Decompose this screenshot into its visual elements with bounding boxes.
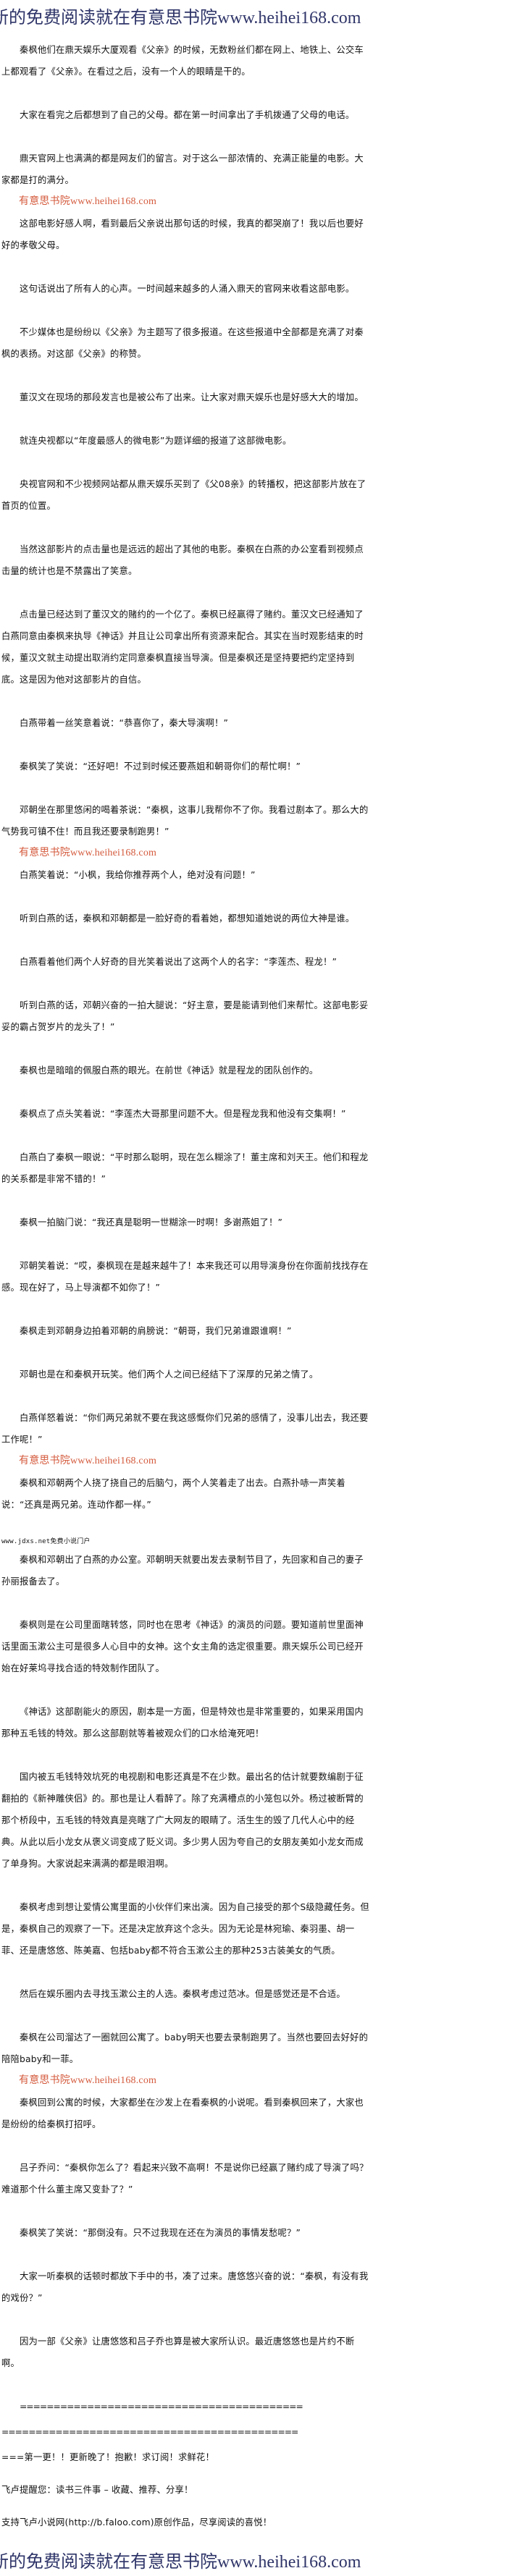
story-paragraph: 秦枫笑了笑说：“还好吧！不过到时候还要燕姐和朝哥你们的帮忙啊！” xyxy=(1,756,371,777)
paragraph-text: 秦枫笑了笑说：“还好吧！不过到时候还要燕姐和朝哥你们的帮忙啊！” xyxy=(20,761,301,772)
story-paragraph: 吕子乔问：“秦枫你怎么了？看起来兴致不高啊！不是说你已经赢了赌约成了导演了吗？难… xyxy=(1,2157,371,2200)
story-paragraph: 白燕看着他们两个人好奇的目光笑着说出了这两个人的名字：“李莲杰、程龙！” xyxy=(1,951,371,973)
story-paragraph: 大家在看完之后都想到了自己的父母。都在第一时间拿出了手机拨通了父母的电话。 xyxy=(1,104,371,126)
site-watermark: 有意思书院www.heihei168.com xyxy=(19,1456,157,1466)
paragraph-text: 听到白燕的话，邓朝兴奋的一拍大腿说：“好主意，要是能请到他们来帮忙。这部电影妥妥… xyxy=(1,1000,369,1032)
paragraph-text: 秦枫也是暗暗的佩服白燕的眼光。在前世《神话》就是程龙的团队创作的。 xyxy=(20,1065,319,1076)
story-paragraph: 秦枫在公司溜达了一圈就回公寓了。baby明天也要去录制跑男了。当然也要回去好好的… xyxy=(1,2027,371,2086)
paragraph-text: 邓朝坐在那里悠闲的喝着茶说：“秦枫，这事儿我帮你不了你。我看过剧本了。那么大的气… xyxy=(1,805,369,837)
paragraph-text: 白燕白了秦枫一眼说：“平时那么聪明，现在怎么糊涂了！董主席和刘天王。他们和程龙的… xyxy=(1,1152,369,1184)
separator-line: ========================================… xyxy=(1,2427,298,2437)
story-paragraph: 董汉文在现场的那段发言也是被公布了出来。让大家对鼎天娱乐也是好感大大的增加。 xyxy=(1,387,371,408)
paragraph-text: 秦枫和邓朝两个人挠了挠自己的后脑勺，两个人笑着走了出去。白燕扑哧一声笑着说：“还… xyxy=(1,1478,345,1510)
paragraph-text: 这句话说出了所有人的心声。一时间越来越多的人涌入鼎天的官网来收看这部电影。 xyxy=(20,284,355,294)
paragraph-text: 国内被五毛钱特效坑死的电视剧和电影还真是不在少数。最出名的估计就要数编剧于征翻拍… xyxy=(1,1772,364,1869)
site-watermark: 有意思书院www.heihei168.com xyxy=(19,848,157,858)
story-paragraph: 秦枫他们在鼎天娱乐大厦观看《父亲》的时候，无数粉丝们都在网上、地铁上、公交车上都… xyxy=(1,39,371,83)
story-paragraph: 秦枫和邓朝两个人挠了挠自己的后脑勺，两个人笑着走了出去。白燕扑哧一声笑着说：“还… xyxy=(1,1472,371,1516)
paragraph-text: 就连央视都以“年度最感人的微电影”为题详细的报道了这部微电影。 xyxy=(20,436,292,446)
paragraph-text: 董汉文在现场的那段发言也是被公布了出来。让大家对鼎天娱乐也是好感大大的增加。 xyxy=(20,392,364,402)
story-paragraph: 邓朝坐在那里悠闲的喝着茶说：“秦枫，这事儿我帮你不了你。我看过剧本了。那么大的气… xyxy=(1,799,371,858)
story-paragraph: 秦枫走到邓朝身边拍着邓朝的肩膀说：“朝哥，我们兄弟谁跟谁啊！” xyxy=(1,1320,371,1342)
paragraph-text: 秦枫笑了笑说：“那倒没有。只不过我现在还在为演员的事情发愁呢？” xyxy=(20,2228,301,2238)
site-watermark: 有意思书院www.heihei168.com xyxy=(19,196,157,207)
paragraph-text: 秦枫则是在公司里面瞎转悠，同时也在思考《神话》的演员的问题。要知道前世里面神话里… xyxy=(1,1620,364,1673)
support-notice: 支持飞卢小说网(http://b.faloo.com)原创作品，尽享阅读的喜悦！ xyxy=(1,2517,272,2528)
paragraph-text: 因为一部《父亲》让唐悠悠和吕子乔也算是被大家所认识。最近唐悠悠也是片约不断啊。 xyxy=(1,2336,355,2368)
story-paragraph: 秦枫点了点头笑着说：“李莲杰大哥那里问题不大。但是程龙我和他没有交集啊！” xyxy=(1,1103,371,1125)
paragraph-text: 秦枫他们在鼎天娱乐大厦观看《父亲》的时候，无数粉丝们都在网上、地铁上、公交车上都… xyxy=(1,45,364,77)
story-paragraph: 鼎天官网上也满满的都是网友们的留言。对于这么一部浓情的、充满正能量的电影。大家都… xyxy=(1,148,371,207)
bottom-site-banner: 新的免费阅读就在有意思书院www.heihei168.com xyxy=(0,2544,507,2576)
story-paragraph: 这部电影好感人啊，看到最后父亲说出那句话的时候，我真的都哭崩了！我以后也要好好的… xyxy=(1,213,371,256)
paragraph-text: 鼎天官网上也满满的都是网友们的留言。对于这么一部浓情的、充满正能量的电影。大家都… xyxy=(1,153,364,185)
story-paragraph: 因为一部《父亲》让唐悠悠和吕子乔也算是被大家所认识。最近唐悠悠也是片约不断啊。 xyxy=(1,2331,371,2374)
story-paragraph: 大家一听秦枫的话顿时都放下手中的书，凑了过来。唐悠悠兴奋的说：“秦枫，有没有我的… xyxy=(1,2265,371,2309)
paragraph-text: 秦枫点了点头笑着说：“李莲杰大哥那里问题不大。但是程龙我和他没有交集啊！” xyxy=(20,1109,346,1119)
chapter-content: 秦枫他们在鼎天娱乐大厦观看《父亲》的时候，无数粉丝们都在网上、地铁上、公交车上都… xyxy=(0,32,371,2374)
story-paragraph: 不少媒体也是纷纷以《父亲》为主题写了很多报道。在这些报道中全部都是充满了对秦枫的… xyxy=(1,321,371,365)
story-paragraph: 国内被五毛钱特效坑死的电视剧和电影还真是不在少数。最出名的估计就要数编剧于征翻拍… xyxy=(1,1766,371,1875)
paragraph-text: 当然这部影片的点击量也是远远的超出了其他的电影。秦枫在白燕的办公室看到视频点击量… xyxy=(1,544,364,576)
paragraph-text: 听到白燕的话，秦枫和邓朝都是一脸好奇的看着她，都想知道她说的两位大神是谁。 xyxy=(20,913,355,924)
story-paragraph: 秦枫则是在公司里面瞎转悠，同时也在思考《神话》的演员的问题。要知道前世里面神话里… xyxy=(1,1614,371,1679)
story-paragraph: 秦枫也是暗暗的佩服白燕的眼光。在前世《神话》就是程龙的团队创作的。 xyxy=(1,1060,371,1081)
paragraph-text: 白燕带着一丝笑意着说：“恭喜你了，秦大导演啊！” xyxy=(20,718,229,728)
paragraph-text: 白燕笑着说：“小枫，我给你推荐两个人，绝对没有问题！” xyxy=(20,870,256,880)
paragraph-text: 这部电影好感人啊，看到最后父亲说出那句话的时候，我真的都哭崩了！我以后也要好好的… xyxy=(1,219,364,250)
paragraph-text: 白燕佯怒着说：“你们两兄弟就不要在我这感慨你们兄弟的感情了，没事儿出去，我还要工… xyxy=(1,1413,369,1445)
site-watermark: 有意思书院www.heihei168.com xyxy=(19,2075,157,2086)
paragraph-text: 点击量已经达到了董汉文的赌约的一个亿了。秦枫已经赢得了赌约。董汉文已经通知了白燕… xyxy=(1,609,364,685)
paragraph-text: 秦枫考虑到想让爱情公寓里面的小伙伴们来出演。因为自己接受的那个S级隐藏任务。但是… xyxy=(1,1902,369,1956)
top-site-banner: 新的免费阅读就在有意思书院www.heihei168.com xyxy=(0,0,507,32)
story-paragraph: 听到白燕的话，秦枫和邓朝都是一脸好奇的看着她，都想知道她说的两位大神是谁。 xyxy=(1,908,371,929)
story-paragraph: 央视官网和不少视频网站都从鼎天娱乐买到了《父08亲》的转播权，把这部影片放在了首… xyxy=(1,473,371,517)
paragraph-text: 秦枫和邓朝出了白燕的办公室。邓朝明天就要出发去录制节目了，先回家和自己的妻子孙丽… xyxy=(1,1555,364,1587)
source-link-text: www.jdxs.net免费小说门户 xyxy=(1,1538,91,1545)
story-paragraph: 秦枫和邓朝出了白燕的办公室。邓朝明天就要出发去录制节目了，先回家和自己的妻子孙丽… xyxy=(1,1549,371,1592)
story-paragraph: 白燕佯怒着说：“你们两兄弟就不要在我这感慨你们兄弟的感情了，没事儿出去，我还要工… xyxy=(1,1407,371,1466)
story-paragraph: 秦枫笑了笑说：“那倒没有。只不过我现在还在为演员的事情发愁呢？” xyxy=(1,2222,371,2244)
paragraph-text: 秦枫一拍脑门说：“我还真是聪明一世糊涂一时啊！多谢燕姐了！” xyxy=(20,1217,283,1228)
story-paragraph: 白燕笑着说：“小枫，我给你推荐两个人，绝对没有问题！” xyxy=(1,864,371,886)
story-paragraph: 白燕白了秦枫一眼说：“平时那么聪明，现在怎么糊涂了！董主席和刘天王。他们和程龙的… xyxy=(1,1146,371,1190)
paragraph-text: 大家一听秦枫的话顿时都放下手中的书，凑了过来。唐悠悠兴奋的说：“秦枫，有没有我的… xyxy=(1,2271,369,2303)
story-paragraph: 白燕带着一丝笑意着说：“恭喜你了，秦大导演啊！” xyxy=(1,712,371,734)
paragraph-text: 邓朝也是在和秦枫开玩笑。他们两个人之间已经结下了深厚的兄弟之情了。 xyxy=(20,1369,319,1380)
paragraph-text: 秦枫在公司溜达了一圈就回公寓了。baby明天也要去录制跑男了。当然也要回去好好的… xyxy=(1,2032,369,2064)
paragraph-text: 大家在看完之后都想到了自己的父母。都在第一时间拿出了手机拨通了父母的电话。 xyxy=(20,110,355,120)
story-paragraph: 《神话》这部剧能火的原因，剧本是一方面，但是特效也是非常重要的，如果采用国内那种… xyxy=(1,1701,371,1744)
story-paragraph: 然后在娱乐圈内去寻找玉漱公主的人选。秦枫考虑过范冰。但是感觉还是不合适。 xyxy=(1,1983,371,2005)
banner-text: 新的免费阅读就在有意思书院www.heihei168.com xyxy=(0,9,361,28)
paragraph-text: 《神话》这部剧能火的原因，剧本是一方面，但是特效也是非常重要的，如果采用国内那种… xyxy=(1,1707,364,1739)
story-paragraph: 邓朝也是在和秦枫开玩笑。他们两个人之间已经结下了深厚的兄弟之情了。 xyxy=(1,1364,371,1385)
story-paragraph: 秦枫回到公寓的时候，大家都坐在沙发上在看秦枫的小说呢。看到秦枫回来了，大家也是纷… xyxy=(1,2092,371,2135)
paragraph-text: 央视官网和不少视频网站都从鼎天娱乐买到了《父08亲》的转播权，把这部影片放在了首… xyxy=(1,479,366,511)
chapter-footer: ========================================… xyxy=(0,2396,371,2533)
story-paragraph: 听到白燕的话，邓朝兴奋的一拍大腿说：“好主意，要是能请到他们来帮忙。这部电影妥妥… xyxy=(1,994,371,1038)
story-paragraph: 邓朝笑着说：“哎，秦枫现在是越来越牛了！本来我还可以用导演身份在你面前找找存在感… xyxy=(1,1255,371,1298)
reading-reminder: 飞卢提醒您：读书三件事 – 收藏、推荐、分享！ xyxy=(1,2485,193,2495)
paragraph-text: 吕子乔问：“秦枫你怎么了？看起来兴致不高啊！不是说你已经赢了赌约成了导演了吗？难… xyxy=(1,2163,369,2195)
story-paragraph: 就连央视都以“年度最感人的微电影”为题详细的报道了这部微电影。 xyxy=(1,430,371,452)
story-paragraph: 秦枫一拍脑门说：“我还真是聪明一世糊涂一时啊！多谢燕姐了！” xyxy=(1,1212,371,1233)
story-paragraph: 秦枫考虑到想让爱情公寓里面的小伙伴们来出演。因为自己接受的那个S级隐藏任务。但是… xyxy=(1,1896,371,1961)
story-paragraph: 这句话说出了所有人的心声。一时间越来越多的人涌入鼎天的官网来收看这部电影。 xyxy=(1,278,371,300)
paragraph-text: 邓朝笑着说：“哎，秦枫现在是越来越牛了！本来我还可以用导演身份在你面前找找存在感… xyxy=(1,1261,369,1293)
banner-text: 新的免费阅读就在有意思书院www.heihei168.com xyxy=(0,2553,361,2572)
paragraph-text: 秦枫回到公寓的时候，大家都坐在沙发上在看秦枫的小说呢。看到秦枫回来了，大家也是纷… xyxy=(1,2098,364,2129)
paragraph-text: 白燕看着他们两个人好奇的目光笑着说出了这两个人的名字：“李莲杰、程龙！” xyxy=(20,957,338,967)
author-note: ===第一更！！更新晚了！抱歉！求订阅！求鲜花！ xyxy=(1,2452,214,2462)
story-paragraph: 点击量已经达到了董汉文的赌约的一个亿了。秦枫已经赢得了赌约。董汉文已经通知了白燕… xyxy=(1,604,371,691)
story-paragraph: 当然这部影片的点击量也是远远的超出了其他的电影。秦枫在白燕的办公室看到视频点击量… xyxy=(1,539,371,582)
paragraph-text: 不少媒体也是纷纷以《父亲》为主题写了很多报道。在这些报道中全部都是充满了对秦枫的… xyxy=(1,327,364,359)
paragraph-text: 然后在娱乐圈内去寻找玉漱公主的人选。秦枫考虑过范冰。但是感觉还是不合适。 xyxy=(20,1989,345,1999)
separator-line: ========================================… xyxy=(20,2402,303,2412)
paragraph-text: 秦枫走到邓朝身边拍着邓朝的肩膀说：“朝哥，我们兄弟谁跟谁啊！” xyxy=(20,1326,292,1336)
